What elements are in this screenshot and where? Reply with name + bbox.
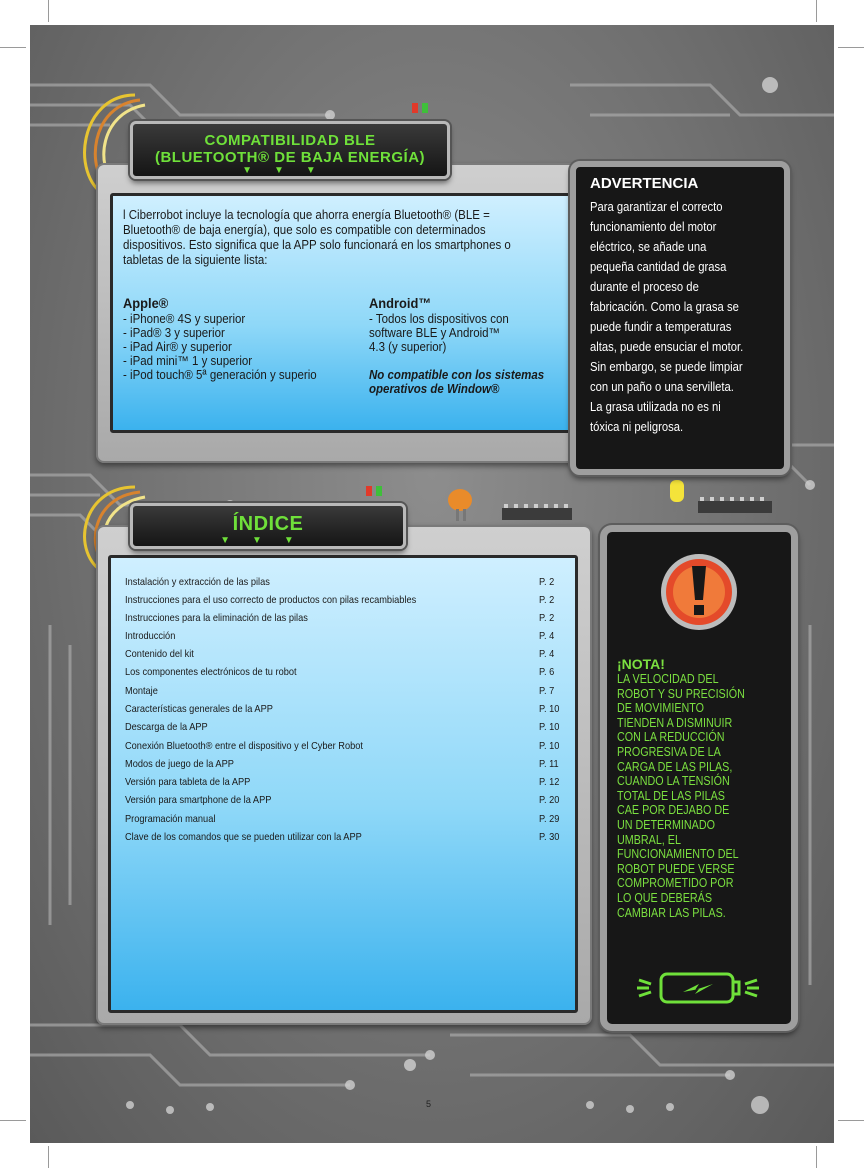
- index-entry: Clave de los comandos que se pueden util…: [125, 831, 560, 843]
- crop-mark: [816, 0, 817, 22]
- index-title: ÍNDICE: [232, 513, 304, 535]
- ble-title-line2: (BLUETOOTH® DE BAJA ENERGÍA): [154, 149, 426, 166]
- crop-mark: [48, 0, 49, 22]
- android-column: Android™ - Todos los dispositivos con so…: [369, 296, 553, 396]
- apple-item: - iPod touch® 5ª generación y superio: [123, 368, 317, 382]
- not-compatible-note: No compatible con los sistemas: [369, 368, 545, 382]
- note-panel: ¡NOTA! La velocidad del robot y su preci…: [600, 525, 798, 1031]
- index-entry: Conexión Bluetooth® entre el dispositivo…: [125, 740, 560, 752]
- apple-item: - iPad® 3 y superior: [123, 326, 225, 340]
- android-heading: Android™: [369, 295, 432, 311]
- circuit-background: [30, 77, 834, 1114]
- not-compatible-note-2: operativos de Window®: [369, 382, 500, 396]
- index-entry: Instrucciones para la eliminación de las…: [125, 612, 555, 624]
- crop-mark: [0, 47, 26, 48]
- exclamation-icon: [661, 554, 737, 630]
- chevron-down-icon: ▼▼▼: [242, 165, 338, 176]
- index-entry: Instrucciones para el uso correcto de pr…: [125, 594, 555, 606]
- led-icon: [366, 103, 428, 496]
- android-item: software BLE y Android™: [369, 326, 501, 340]
- page-number: 5: [426, 1099, 432, 1109]
- chevron-down-icon: ▼▼▼: [220, 535, 316, 546]
- led-icon: [448, 489, 472, 521]
- note-body: La velocidad del robot y su precisión de…: [617, 672, 745, 920]
- warning-title: ADVERTENCIA: [590, 175, 699, 192]
- chip-icon: [502, 497, 772, 520]
- crop-mark: [0, 1120, 26, 1121]
- crop-mark: [48, 1146, 49, 1168]
- apple-item: - iPad mini™ 1 y superior: [123, 354, 253, 368]
- apple-item: - iPad Air® y superior: [123, 340, 232, 354]
- apple-column: Apple® - iPhone® 4S y superior - iPad® 3…: [123, 296, 335, 382]
- manual-page: l Ciberrobot incluye la tecnología que a…: [30, 25, 834, 1143]
- warning-panel: ADVERTENCIA Para garantizar el correcto …: [570, 161, 790, 475]
- led-icon: [670, 480, 684, 512]
- ble-title-line1: COMPATIBILIDAD BLE: [204, 132, 376, 149]
- ble-title-tab: COMPATIBILIDAD BLE (BLUETOOTH® DE BAJA E…: [130, 121, 450, 179]
- warning-body: Para garantizar el correcto funcionamien…: [590, 200, 744, 434]
- ble-panel: l Ciberrobot incluye la tecnología que a…: [110, 193, 572, 433]
- apple-heading: Apple®: [123, 295, 169, 311]
- apple-item: - iPhone® 4S y superior: [123, 312, 246, 326]
- android-item: 4.3 (y superior): [369, 340, 447, 354]
- android-item: - Todos los dispositivos con: [369, 312, 509, 326]
- crop-mark: [838, 47, 864, 48]
- battery-icon: [637, 972, 759, 1004]
- note-title: ¡NOTA!: [617, 656, 665, 672]
- crop-mark: [816, 1146, 817, 1168]
- ble-intro-text: l Ciberrobot incluye la tecnología que a…: [123, 208, 511, 267]
- index-entry: Los componentes electrónicos de tu robot…: [125, 666, 555, 678]
- crop-mark: [838, 1120, 864, 1121]
- index-title-tab: ÍNDICE ▼▼▼: [130, 503, 406, 549]
